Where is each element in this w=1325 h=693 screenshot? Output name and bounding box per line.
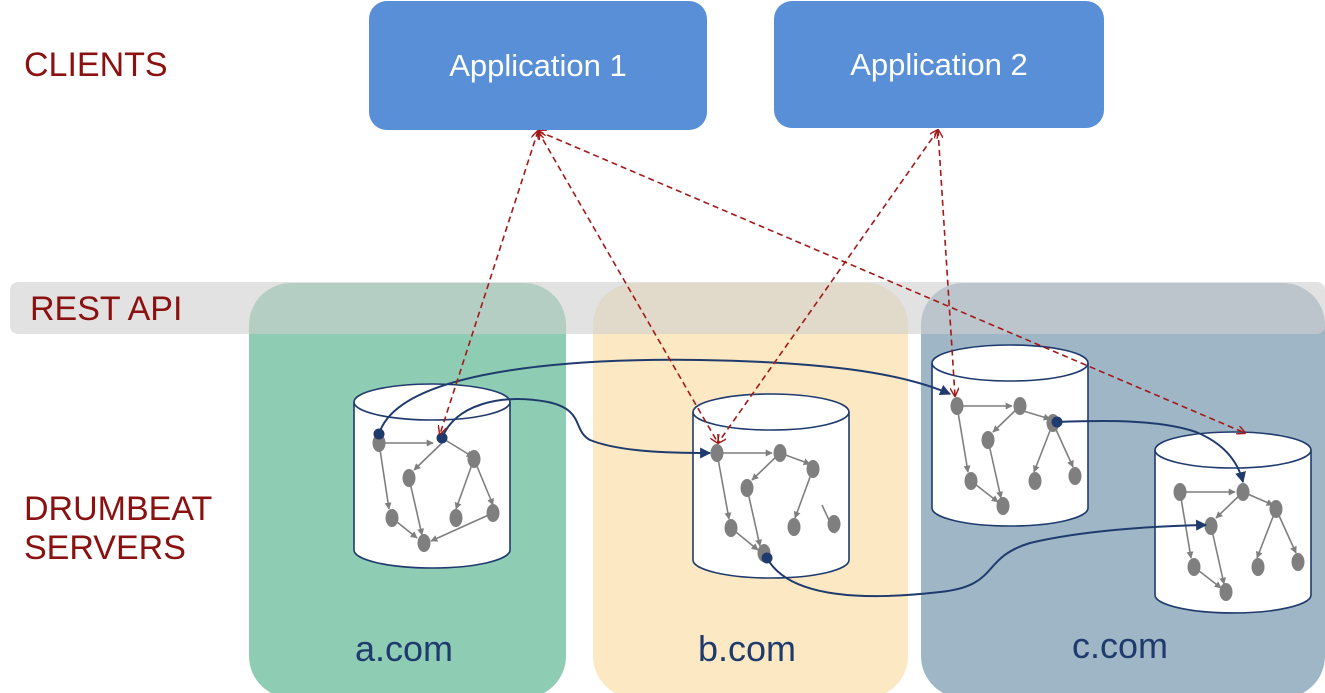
rest-api-band — [10, 282, 1325, 334]
application-2-box: Application 2 — [774, 1, 1104, 128]
domain-label-c: c.com — [1072, 625, 1169, 666]
client-request-arrows — [440, 130, 1245, 443]
drumbeat-servers-label: DRUMBEAT SERVERS — [24, 490, 212, 568]
database-cylinder-c1 — [931, 344, 1089, 527]
domain-label-b: b.com — [698, 628, 797, 669]
domain-label-a: a.com — [355, 628, 454, 669]
link-b-to-c2 — [766, 519, 1208, 598]
drumbeat-label-line1: DRUMBEAT — [24, 490, 213, 528]
database-cylinder-b1 — [692, 393, 850, 579]
application-2-label: Application 2 — [850, 46, 1028, 82]
request-app2-c1 — [938, 130, 955, 396]
graph-a-nodes — [372, 434, 500, 552]
rest-api-label: REST API — [30, 290, 183, 328]
clients-label: CLIENTS — [24, 46, 168, 84]
drumbeat-label-line2: SERVERS — [24, 529, 186, 568]
request-app1-a — [440, 131, 538, 434]
application-1-box: Application 1 — [369, 1, 707, 130]
graph-c2-nodes — [1173, 483, 1305, 601]
request-app2-b — [718, 130, 938, 443]
application-1-label: Application 1 — [449, 47, 627, 83]
